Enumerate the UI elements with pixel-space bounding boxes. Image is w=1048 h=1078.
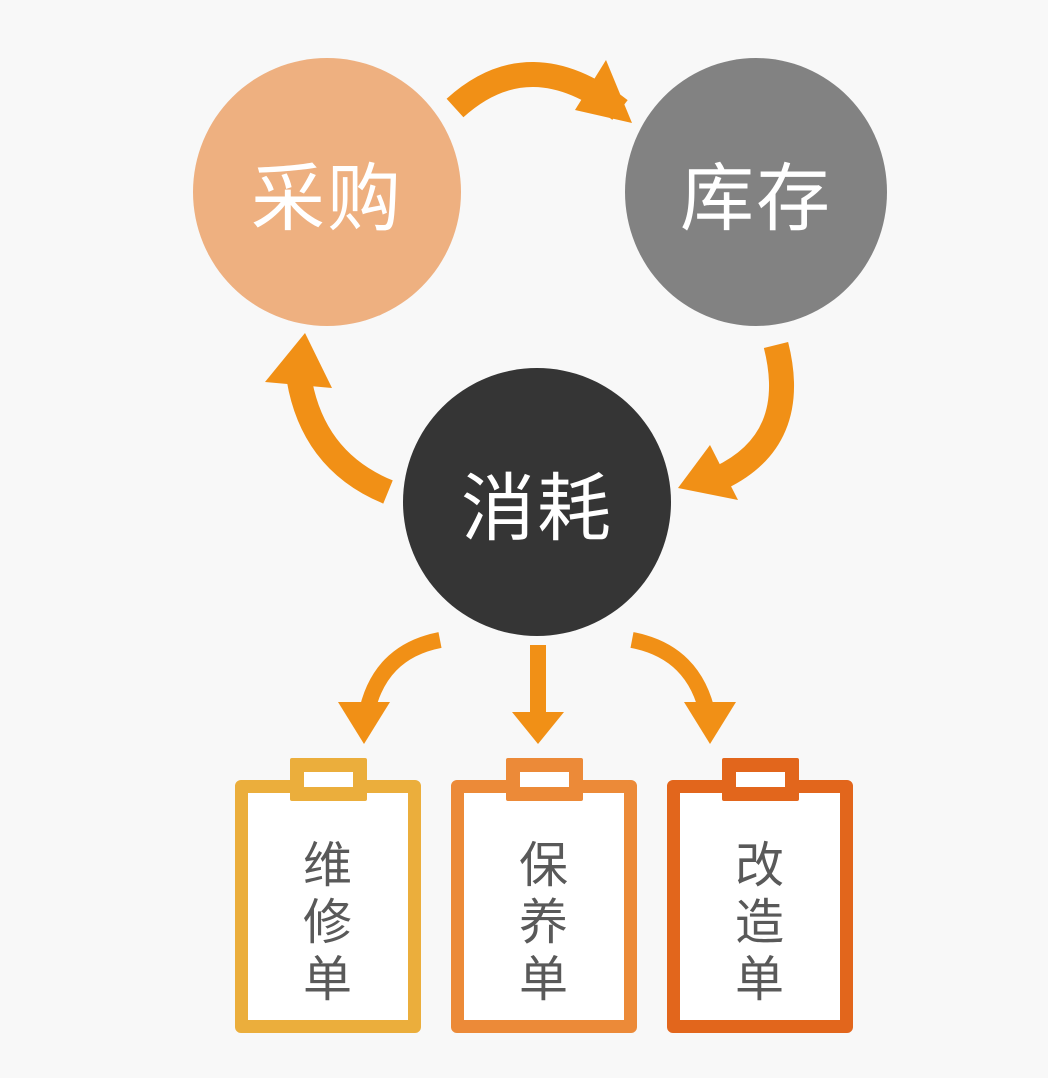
modification-order-label: 改 造 单 [734,837,785,1008]
modification-order-clipboard: 改 造 单 [667,758,853,1033]
inventory-node: 库存 [625,58,887,326]
purchase-node: 采购 [193,58,461,326]
arrow-inventory-to-consumption [714,341,795,490]
inventory-label: 库存 [680,155,832,242]
arrow-purchase-to-inventory-head [575,60,632,123]
consumption-label: 消耗 [461,465,613,552]
arrow-consumption-to-modification-head [684,702,736,744]
consumption-node: 消耗 [403,368,671,636]
repair-order-clipboard: 维 修 单 [235,758,421,1033]
clipboard-clip [506,758,583,801]
arrow-consumption-to-repair-head [338,702,390,744]
arrow-consumption-to-maintenance-head [512,712,564,744]
arrow-consumption-to-purchase-head [265,333,332,388]
clipboard-clip [722,758,799,801]
arrow-consumption-to-purchase [285,370,394,504]
maintenance-order-label: 保 养 单 [518,837,569,1008]
repair-order-label: 维 修 单 [302,837,353,1008]
arrow-inventory-to-consumption-head [678,445,738,500]
clipboard-clip [290,758,367,801]
purchase-label: 采购 [251,155,403,242]
maintenance-order-clipboard: 保 养 单 [451,758,637,1033]
